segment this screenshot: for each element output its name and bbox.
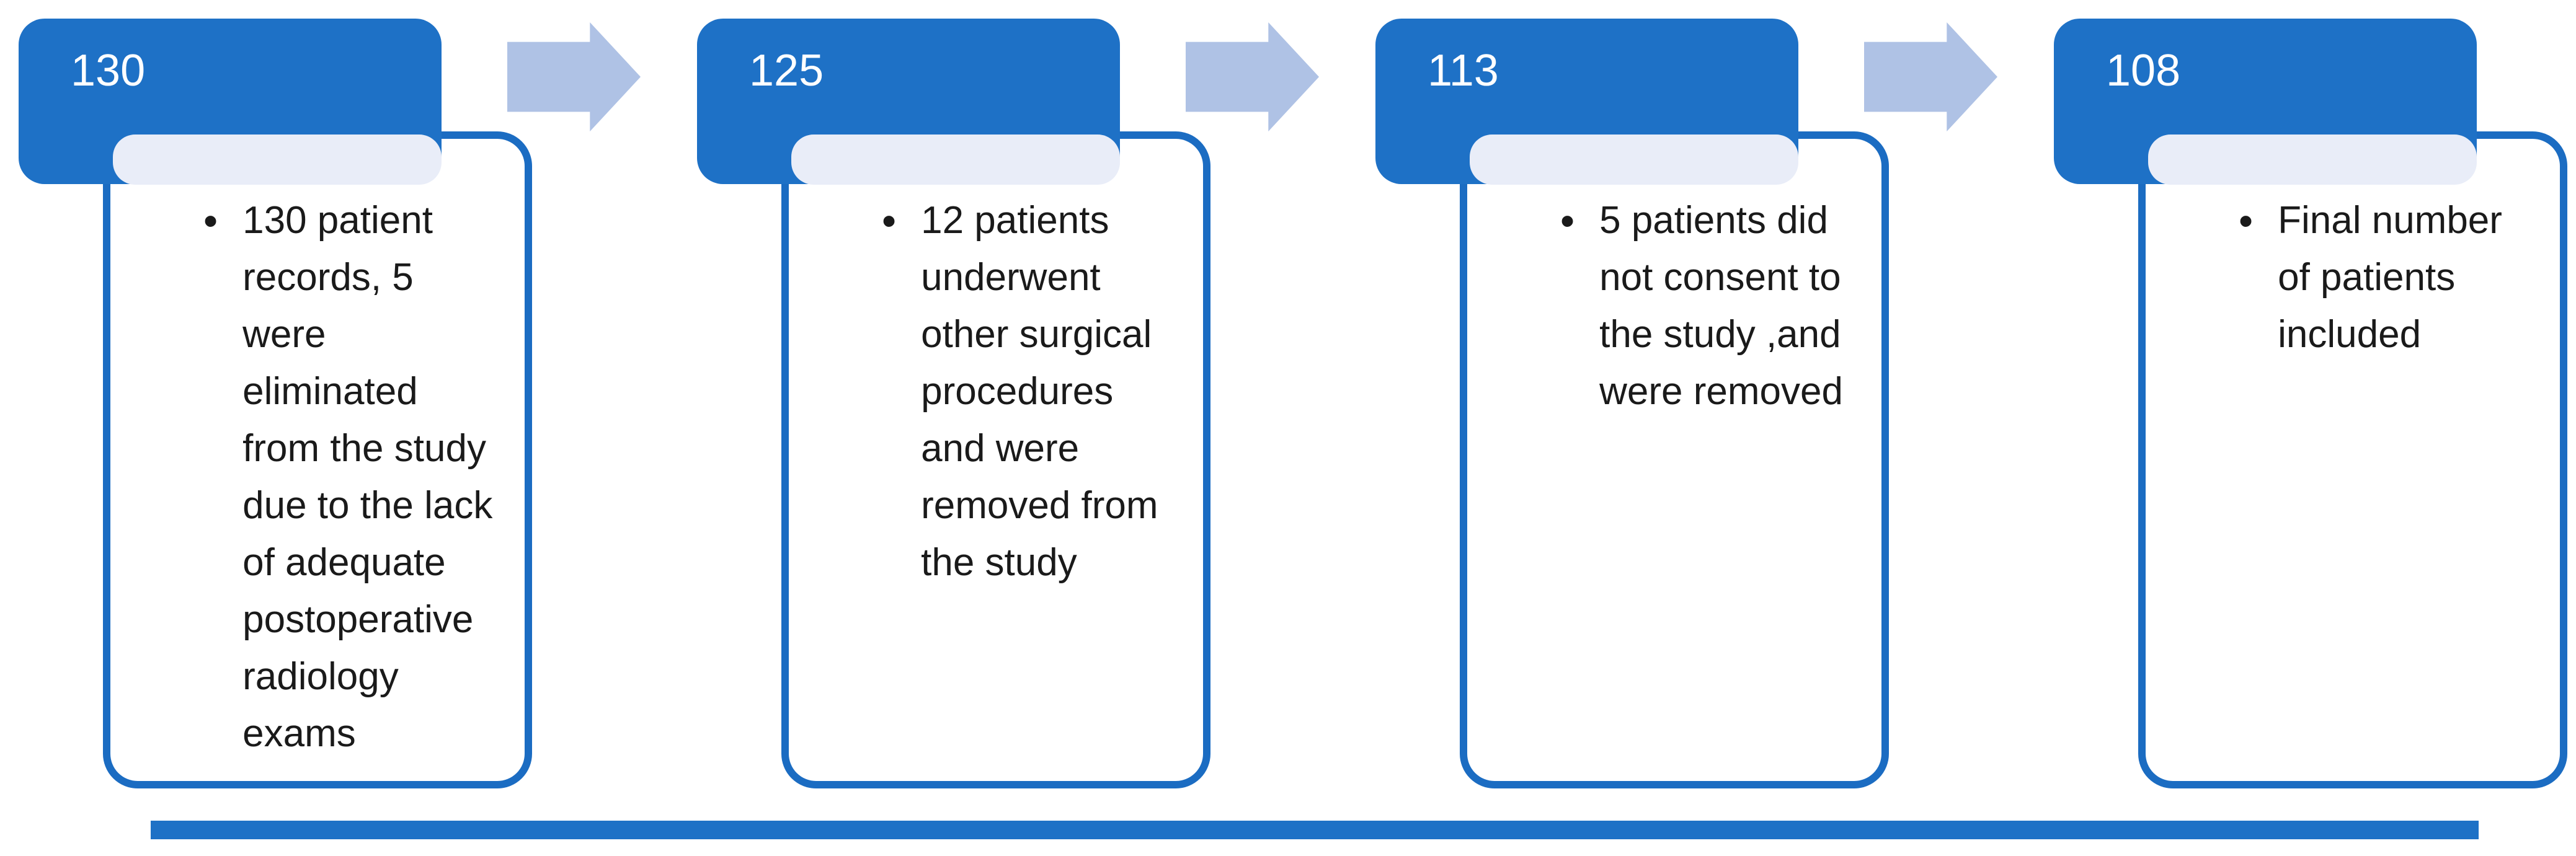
step-description: 130 patient records, 5 were eliminated f… [242, 199, 493, 755]
step-description: 5 patients did not consent to the study … [1599, 199, 1843, 413]
step-card: • Final number of patients included [2138, 131, 2567, 788]
step-description: Final number of patients included [2278, 199, 2502, 356]
step-card: • 130 patient records, 5 were eliminated… [103, 131, 532, 788]
step-bullet-item: • 5 patients did not consent to the stud… [1560, 192, 1875, 420]
right-arrow-icon [1186, 22, 1319, 131]
step-bullet-item: • Final number of patients included [2239, 192, 2554, 363]
card-top-band [1470, 135, 1798, 185]
card-top-band [791, 135, 1120, 185]
right-arrow-icon [507, 22, 641, 131]
right-arrow-icon [1864, 22, 1997, 131]
timeline-bar [151, 821, 2479, 839]
bullet-icon: • [1560, 198, 1575, 244]
bullet-icon: • [2239, 198, 2254, 244]
step-card: • 12 patients underwent other surgical p… [781, 131, 1210, 788]
card-top-band [113, 135, 442, 185]
flow-step-2: • 12 patients underwent other surgical p… [678, 0, 1357, 856]
bullet-icon: • [882, 198, 897, 244]
card-top-band [2148, 135, 2477, 185]
step-description: 12 patients underwent other surgical pro… [921, 199, 1158, 584]
step-card: • 5 patients did not consent to the stud… [1460, 131, 1889, 788]
flow-step-1: • 130 patient records, 5 were eliminated… [0, 0, 678, 856]
bullet-icon: • [203, 198, 218, 244]
step-bullet-item: • 130 patient records, 5 were eliminated… [203, 192, 518, 762]
step-bullet-item: • 12 patients underwent other surgical p… [882, 192, 1197, 591]
flow-step-4: • Final number of patients included 108 [2035, 0, 2576, 856]
flow-step-3: • 5 patients did not consent to the stud… [1357, 0, 2035, 856]
